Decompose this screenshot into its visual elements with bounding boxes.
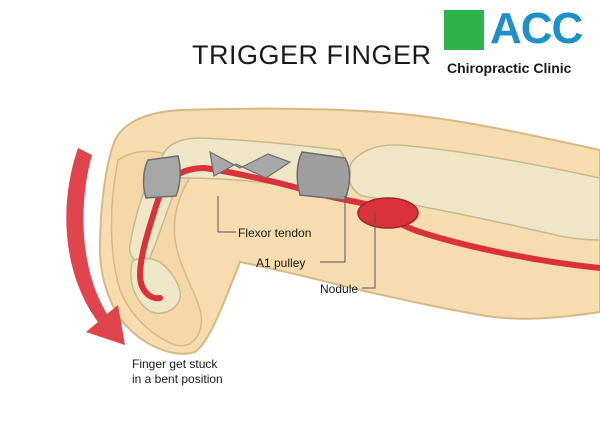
clinic-logo: ACC Chiropractic Clinic	[444, 4, 594, 86]
metacarpal-bone	[348, 144, 600, 241]
a1-pulley	[296, 151, 351, 201]
diagram-title: TRIGGER FINGER	[192, 40, 432, 70]
label-flexor-tendon: Flexor tendon	[238, 226, 312, 240]
label-nodule: Nodule	[320, 282, 359, 296]
distal-phalanx	[130, 257, 181, 314]
cruciate-pulley	[209, 150, 292, 179]
leader-nodule	[362, 212, 376, 289]
label-finger-stuck-line1: Finger get stuck	[132, 357, 218, 371]
label-a1-pulley: A1 pulley	[256, 256, 306, 270]
leader-a1-pulley	[320, 196, 346, 263]
bend-arrow	[66, 148, 125, 345]
pulley-distal	[142, 155, 181, 199]
label-finger-stuck-line2: in a bent position	[132, 372, 223, 386]
logo-subtitle: Chiropractic Clinic	[447, 60, 572, 76]
flexor-tendon	[136, 164, 600, 302]
nodule	[357, 197, 419, 229]
label-finger-stuck: Finger get stuck in a bent position	[132, 357, 223, 387]
logo-mark-icon	[444, 10, 484, 50]
leader-flexor-tendon	[217, 196, 236, 233]
logo-name: ACC	[490, 4, 583, 53]
